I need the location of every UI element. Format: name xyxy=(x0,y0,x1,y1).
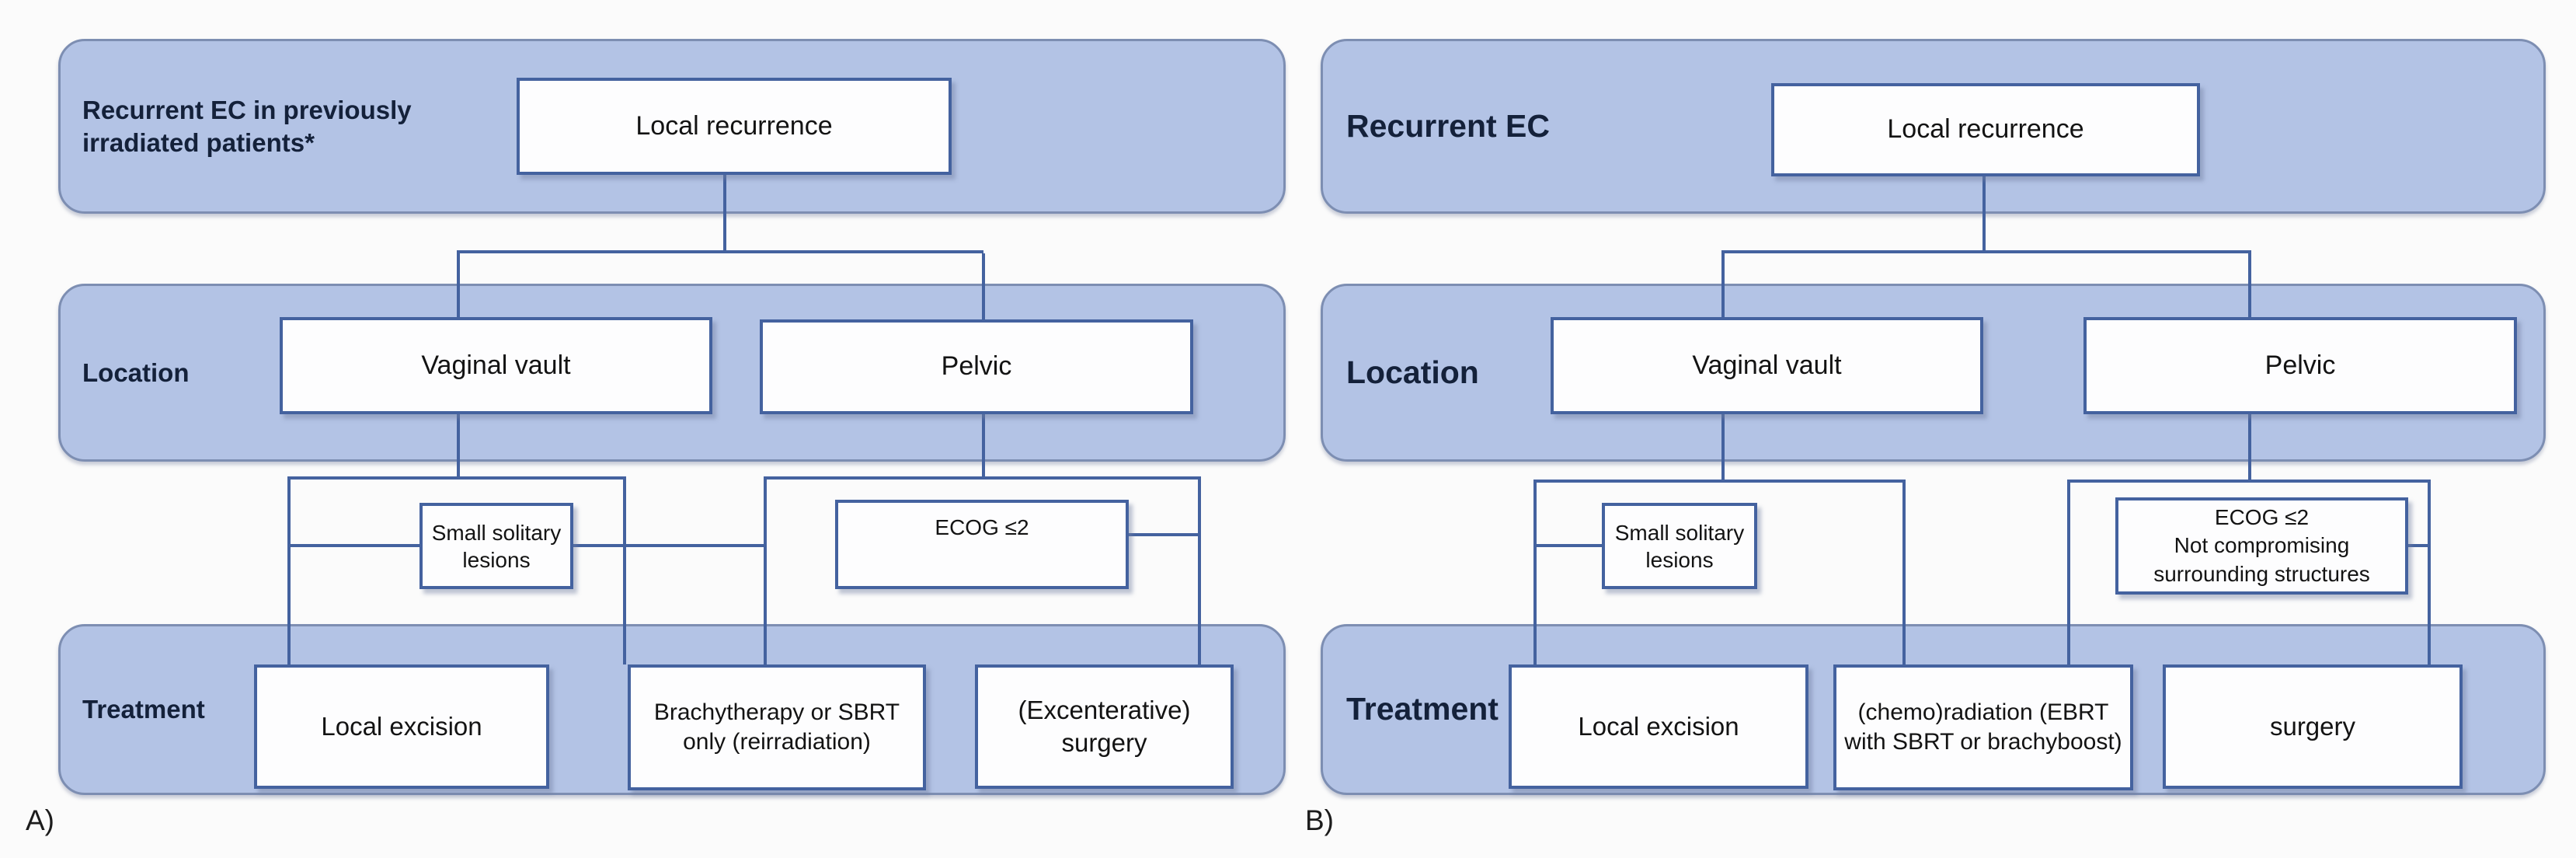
connector-line xyxy=(2428,480,2431,664)
node-treatment-brachytherapy: Brachytherapy or SBRT only (reirradiatio… xyxy=(628,664,926,790)
panel-a-location-band-label: Location xyxy=(82,358,190,387)
node-ecog: ECOG ≤2 Not compromising surrounding str… xyxy=(2115,497,2408,595)
node-treatment-local-excision-label: Local excision xyxy=(1578,711,1739,741)
connector-line xyxy=(623,476,626,664)
node-local-recurrence: Local recurrence xyxy=(1771,83,2200,176)
connector-line xyxy=(287,476,291,667)
connector-line xyxy=(2248,414,2251,481)
panel-a-caption: A) xyxy=(26,804,54,836)
connector-line xyxy=(2067,480,2070,664)
connector-line xyxy=(764,476,767,664)
node-treatment-chemoradiation: (chemo)radiation (EBRT with SBRT or brac… xyxy=(1833,664,2133,790)
panel-b-top-band-label: Recurrent EC xyxy=(1346,107,1551,144)
node-small-solitary-lesions-label: Small solitary lesions xyxy=(1614,520,1745,572)
panel-b-treatment-band-label: Treatment xyxy=(1346,691,1499,727)
connector-line xyxy=(2407,544,2431,547)
connector-line xyxy=(1198,476,1201,664)
connector-line xyxy=(2248,253,2251,317)
panel-a-top-band-label: Recurrent EC in previously irradiated pa… xyxy=(82,96,412,157)
node-vaginal-vault-label: Vaginal vault xyxy=(421,350,571,380)
connector-line xyxy=(982,253,985,319)
node-ecog-label: ECOG ≤2 Not compromising surrounding str… xyxy=(2153,504,2370,586)
node-vaginal-vault: Vaginal vault xyxy=(280,317,712,414)
node-ecog-label: ECOG ≤2 xyxy=(935,515,1029,539)
connector-line xyxy=(1721,253,1725,317)
node-treatment-brachytherapy-label: Brachytherapy or SBRT only (reirradiatio… xyxy=(653,699,900,755)
node-pelvic: Pelvic xyxy=(2083,317,2517,414)
node-pelvic: Pelvic xyxy=(760,319,1193,414)
node-pelvic-label: Pelvic xyxy=(941,351,1012,382)
node-treatment-excenterative-surgery: (Excenterative) surgery xyxy=(975,664,1234,789)
connector-line xyxy=(723,175,726,250)
connector-line xyxy=(457,253,460,317)
node-local-recurrence-label: Local recurrence xyxy=(1887,114,2084,145)
connector-line xyxy=(1982,176,1986,250)
connector-line xyxy=(1129,533,1198,536)
connector-line xyxy=(1721,250,2251,253)
node-treatment-surgery-label: surgery xyxy=(2269,711,2356,741)
node-treatment-local-excision: Local excision xyxy=(254,664,549,789)
connector-line xyxy=(287,544,419,547)
connector-line xyxy=(457,414,460,480)
node-small-solitary-lesions: Small solitary lesions xyxy=(419,503,573,589)
panel-a-top-band: Recurrent EC in previously irradiated pa… xyxy=(58,39,1286,214)
connector-line xyxy=(573,544,765,547)
panel-a-treatment-band-label: Treatment xyxy=(82,695,205,724)
connector-line xyxy=(1721,414,1725,481)
node-treatment-local-excision-label: Local excision xyxy=(321,711,482,741)
node-local-recurrence: Local recurrence xyxy=(517,78,952,175)
connector-line xyxy=(287,476,626,480)
connector-line xyxy=(1533,480,1906,483)
connector-line xyxy=(1533,480,1537,664)
node-treatment-chemoradiation-label: (chemo)radiation (EBRT with SBRT or brac… xyxy=(1844,699,2122,755)
node-treatment-local-excision: Local excision xyxy=(1509,664,1808,789)
node-local-recurrence-label: Local recurrence xyxy=(635,110,833,141)
connector-line xyxy=(1902,480,1906,664)
connector-line xyxy=(982,414,985,478)
node-vaginal-vault-label: Vaginal vault xyxy=(1692,350,1842,380)
panel-b-caption: B) xyxy=(1305,804,1334,836)
connector-line xyxy=(457,250,983,253)
node-small-solitary-lesions: Small solitary lesions xyxy=(1602,503,1757,589)
node-pelvic-label: Pelvic xyxy=(2264,350,2336,380)
node-ecog: ECOG ≤2 xyxy=(835,500,1129,589)
panel-b-location-band-label: Location xyxy=(1346,354,1479,390)
node-vaginal-vault: Vaginal vault xyxy=(1551,317,1983,414)
connector-line xyxy=(2067,480,2431,483)
node-treatment-excenterative-surgery-label: (Excenterative) surgery xyxy=(1018,695,1191,757)
connector-line xyxy=(1533,544,1602,547)
connector-line xyxy=(764,476,1201,480)
node-small-solitary-lesions-label: Small solitary lesions xyxy=(431,520,562,572)
node-treatment-surgery: surgery xyxy=(2163,664,2463,789)
